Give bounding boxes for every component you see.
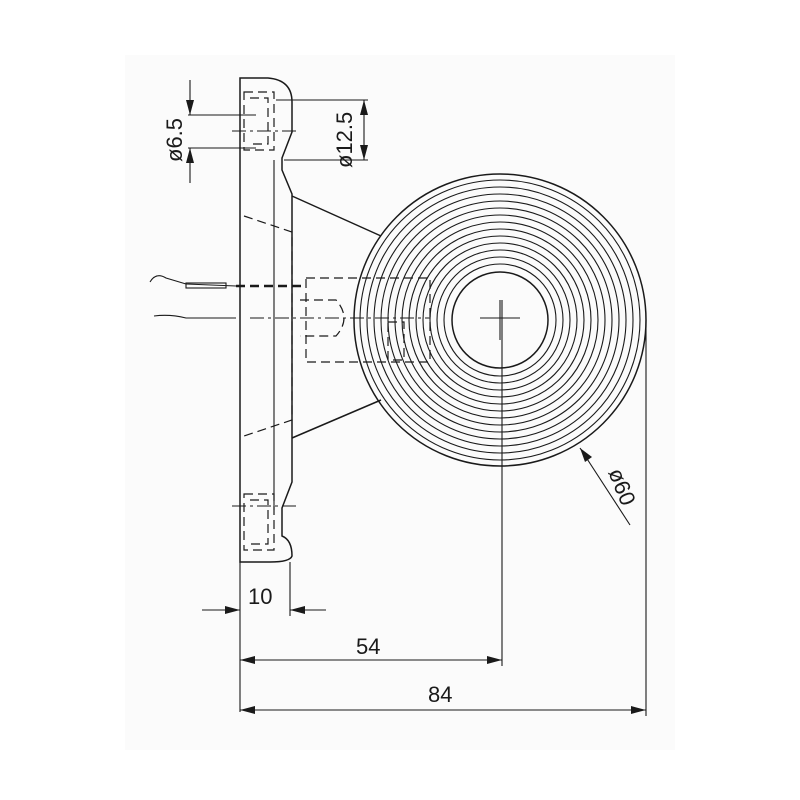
fresnel-ring — [443, 263, 557, 377]
fresnel-ring — [422, 242, 578, 398]
plate-outline — [239, 77, 293, 563]
dimension-label: ø6.5 — [162, 118, 187, 162]
dimension-base-thickness: 10 — [202, 562, 326, 712]
arrow-head — [360, 100, 368, 115]
dimension-label: ø12.5 — [332, 112, 357, 168]
cable — [149, 275, 306, 319]
fresnel-ring — [394, 214, 606, 426]
arrow-head — [240, 656, 255, 664]
cable-wire-lower — [153, 314, 236, 319]
lamp-neck — [250, 195, 431, 439]
arrow-head — [360, 145, 368, 160]
cable-sleeve — [185, 282, 227, 289]
lower-hole-inner-hidden — [250, 499, 269, 545]
arrow-head — [240, 706, 255, 714]
neck-lower-edge — [291, 399, 382, 439]
fresnel-ring — [387, 207, 613, 433]
dimension-hole-large: ø12.5 — [276, 99, 368, 168]
fresnel-ring — [408, 228, 592, 412]
cable-wire-upper — [149, 275, 237, 287]
arrow-head — [487, 656, 502, 664]
dimension-label: 84 — [428, 682, 452, 707]
dimension-label: 10 — [248, 584, 272, 609]
arrow-head — [186, 100, 194, 115]
dimension-overall-length: 84 — [240, 320, 647, 716]
upper-hole-inner-hidden — [250, 97, 269, 145]
neck-upper-edge — [291, 195, 382, 237]
fresnel-ring — [401, 221, 599, 419]
fresnel-ring — [380, 200, 620, 440]
arrow-head — [225, 606, 240, 614]
arrow-head — [290, 606, 305, 614]
dimension-hole-small: ø6.5 — [162, 80, 256, 183]
fresnel-ring — [429, 249, 571, 391]
fresnel-ring — [373, 193, 627, 447]
leader-line — [579, 447, 631, 526]
neck-hidden-upper — [243, 215, 293, 437]
upper-hole-hidden — [243, 91, 275, 151]
lens-bore — [451, 271, 549, 369]
dimension-label: 54 — [356, 634, 380, 659]
arrow-head — [580, 448, 592, 462]
fresnel-ring — [359, 179, 641, 461]
drawing-background — [125, 55, 675, 750]
dimension-center-offset: 54 — [240, 300, 503, 666]
fresnel-ring — [366, 186, 634, 454]
fresnel-ring — [415, 235, 585, 405]
arrow-head — [631, 706, 646, 714]
mounting-plate — [232, 77, 300, 563]
lower-hole-hidden — [243, 493, 275, 551]
lamp-lens — [353, 173, 647, 467]
arrow-head — [186, 148, 194, 163]
fresnel-ring — [436, 256, 564, 384]
